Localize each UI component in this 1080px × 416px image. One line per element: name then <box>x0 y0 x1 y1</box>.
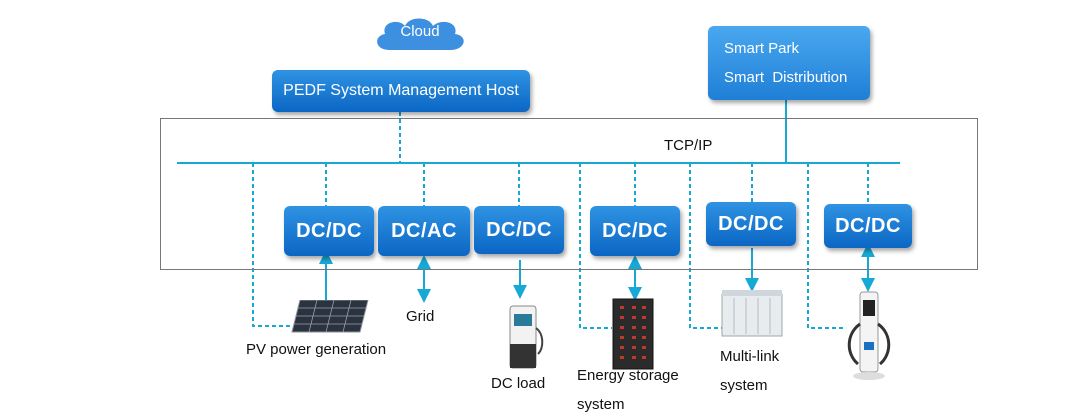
converter-dcdc-storage: DC/DC <box>590 206 680 256</box>
cloud-label: Cloud <box>400 23 440 40</box>
dc-charger-icon <box>509 305 544 369</box>
cloud-icon <box>377 18 464 50</box>
charging-pile-icon <box>847 291 891 380</box>
storage-label-line1: Energy storage <box>577 367 679 384</box>
smart-park-line2: Smart Distribution <box>724 69 848 86</box>
grid-label: Grid <box>406 308 435 325</box>
storage-label-line2: system <box>577 396 625 413</box>
converter-frame <box>160 118 978 270</box>
solar-panel-icon <box>291 300 369 333</box>
cloud-node: Cloud <box>371 14 469 54</box>
multilink-system-icon <box>721 290 783 337</box>
smart-park-line1: Smart Park <box>724 40 800 57</box>
converter-dcdc-load: DC/DC <box>474 206 564 254</box>
converter-dcdc-pv: DC/DC <box>284 206 374 256</box>
converter-dcdc-multilink: DC/DC <box>706 202 796 246</box>
management-host-box: PEDF System Management Host <box>272 70 530 112</box>
converter-dcac-grid: DC/AC <box>378 206 470 256</box>
dc-load-label: DC load <box>491 375 546 392</box>
converter-dcdc-charger: DC/DC <box>824 204 912 248</box>
pv-label: PV power generation <box>246 341 387 358</box>
smart-park-box: Smart Park Smart Distribution <box>708 26 870 100</box>
multilink-label-line2: system <box>720 377 768 394</box>
tcp-ip-label: TCP/IP <box>664 137 713 154</box>
energy-storage-icon <box>612 298 654 370</box>
multilink-label-line1: Multi-link <box>720 348 780 365</box>
